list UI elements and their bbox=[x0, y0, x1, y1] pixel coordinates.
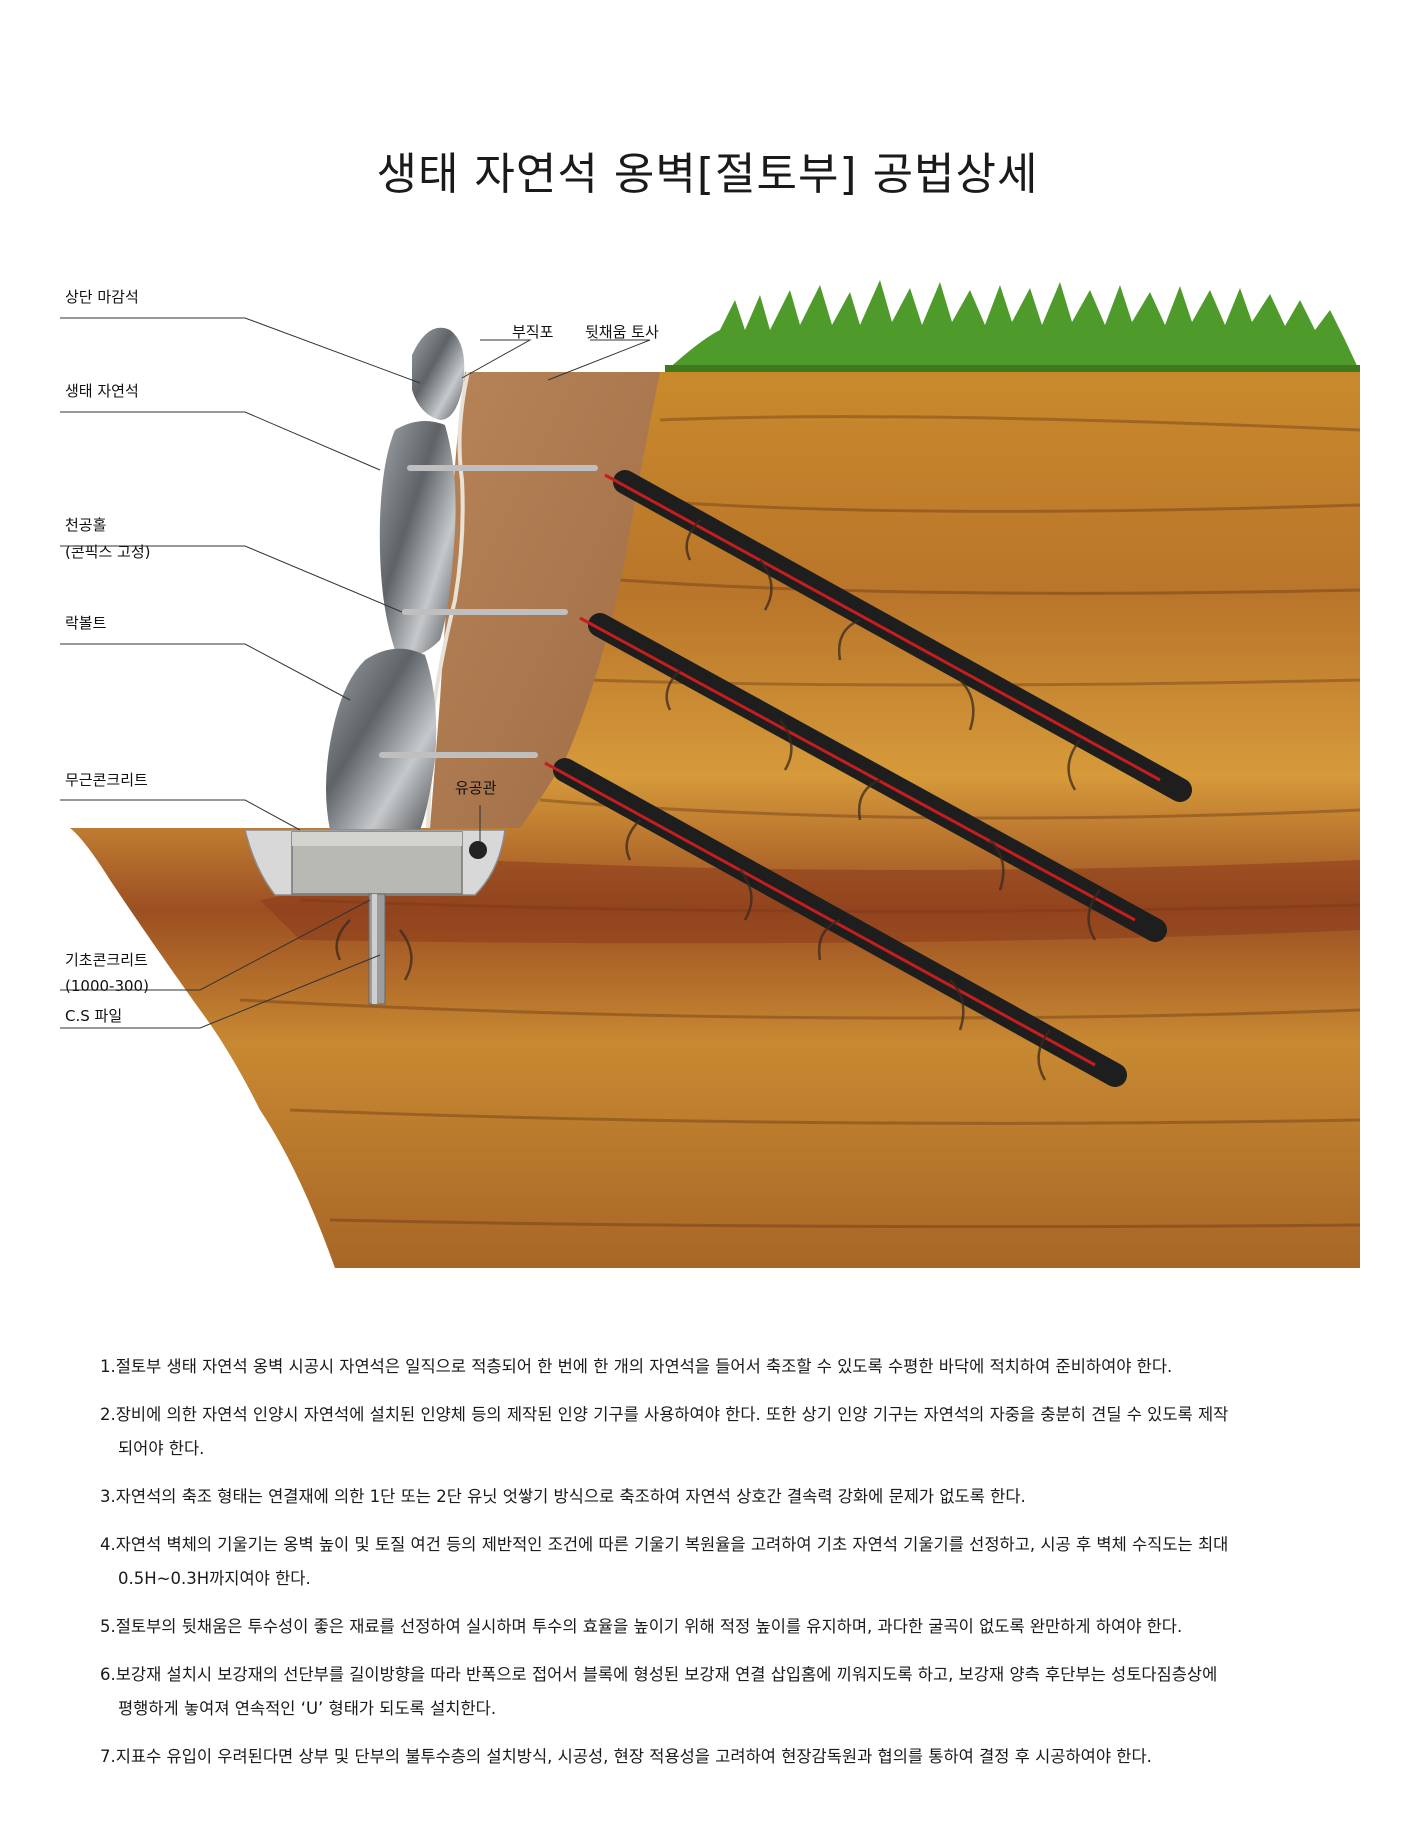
note-6: 6.보강재 설치시 보강재의 선단부를 길이방향을 따라 반폭으로 접어서 블록… bbox=[100, 1665, 1218, 1684]
bedrock-layer bbox=[70, 372, 1360, 1268]
retaining-wall-diagram: 상단 마감석 생태 자연석 천공홀 (콘픽스 고정) 락볼트 무근콘크리트 유공… bbox=[0, 250, 1415, 1300]
page-title: 생태 자연석 옹벽[절토부] 공법상세 bbox=[376, 149, 1039, 200]
note-item: 7.지표수 유입이 우려된다면 상부 및 단부의 불투수층의 설치방식, 시공성… bbox=[100, 1740, 1340, 1774]
perforated-pipe-symbol bbox=[469, 841, 487, 859]
note-2: 2.장비에 의한 자연석 인양시 자연석에 설치된 인양체 등의 제작된 인양 … bbox=[100, 1405, 1229, 1424]
label-nonwoven-fabric: 부직포 bbox=[512, 323, 554, 341]
ground-anchors bbox=[544, 470, 1192, 1087]
eco-stone-1 bbox=[379, 421, 456, 656]
construction-notes: 1.절토부 생태 자연석 옹벽 시공시 자연석은 일직으로 적층되어 한 번에 … bbox=[100, 1350, 1340, 1788]
note-4: 4.자연석 벽체의 기울기는 옹벽 높이 및 토질 여건 등의 제반적인 조건에… bbox=[100, 1535, 1229, 1554]
label-plain-concrete: 무근콘크리트 bbox=[65, 771, 148, 789]
note-1: 1.절토부 생태 자연석 옹벽 시공시 자연석은 일직으로 적층되어 한 번에 … bbox=[100, 1357, 1173, 1376]
label-bore-hole: 천공홀 bbox=[65, 516, 107, 534]
note-7: 7.지표수 유입이 우려된다면 상부 및 단부의 불투수층의 설치방식, 시공성… bbox=[100, 1747, 1152, 1766]
diagram-illustration bbox=[60, 280, 1361, 1268]
label-foundation-concrete-size: (1000-300) bbox=[65, 977, 149, 995]
note-6-cont: 평행하게 놓여져 연속적인 ‘U’ 형태가 되도록 설치한다. bbox=[118, 1699, 497, 1718]
note-4-cont: 0.5H~0.3H까지여야 한다. bbox=[118, 1569, 311, 1588]
note-item: 2.장비에 의한 자연석 인양시 자연석에 설치된 인양체 등의 제작된 인양 … bbox=[100, 1398, 1340, 1466]
rock-bolts bbox=[379, 465, 598, 758]
nonwoven-fabric bbox=[426, 371, 470, 829]
label-backfill-soil: 뒷채움 토사 bbox=[585, 323, 659, 341]
stone-wall bbox=[326, 327, 465, 830]
label-perforated-pipe: 유공관 bbox=[455, 779, 497, 797]
note-3: 3.자연석의 축조 형태는 연결재에 의한 1단 또는 2단 유닛 엇쌓기 방식… bbox=[100, 1487, 1026, 1506]
label-top-cap-stone: 상단 마감석 bbox=[65, 288, 139, 306]
label-cs-pile: C.S 파일 bbox=[65, 1007, 123, 1025]
cracks bbox=[335, 519, 1101, 1081]
note-item: 4.자연석 벽체의 기울기는 옹벽 높이 및 토질 여건 등의 제반적인 조건에… bbox=[100, 1528, 1340, 1596]
backfill-soil bbox=[430, 372, 660, 828]
leader-lines bbox=[60, 317, 651, 1029]
note-item: 6.보강재 설치시 보강재의 선단부를 길이방향을 따라 반폭으로 접어서 블록… bbox=[100, 1658, 1340, 1726]
note-item: 3.자연석의 축조 형태는 연결재에 의한 1단 또는 2단 유닛 엇쌓기 방식… bbox=[100, 1480, 1340, 1514]
eco-stone-2 bbox=[326, 648, 437, 830]
note-item: 1.절토부 생태 자연석 옹벽 시공시 자연석은 일직으로 적층되어 한 번에 … bbox=[100, 1350, 1340, 1384]
note-5: 5.절토부의 뒷채움은 투수성이 좋은 재료를 선정하여 실시하며 투수의 효율… bbox=[100, 1617, 1183, 1636]
note-2-cont: 되어야 한다. bbox=[118, 1439, 205, 1458]
label-eco-stone: 생태 자연석 bbox=[65, 382, 139, 400]
label-bore-hole-sub: (콘픽스 고정) bbox=[65, 543, 151, 561]
grass bbox=[665, 280, 1360, 372]
label-rock-bolt: 락볼트 bbox=[65, 614, 107, 632]
label-foundation-concrete: 기초콘크리트 bbox=[65, 951, 148, 969]
note-item: 5.절토부의 뒷채움은 투수성이 좋은 재료를 선정하여 실시하며 투수의 효율… bbox=[100, 1610, 1340, 1644]
top-cap-stone bbox=[412, 327, 465, 420]
